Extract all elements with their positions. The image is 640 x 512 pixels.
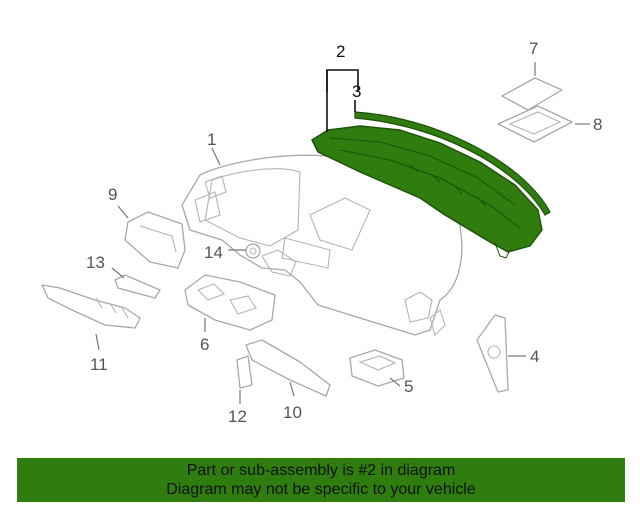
part-5-side-vent [349,349,405,387]
callout-14: 14 [204,243,223,262]
leader-lines [95,62,590,404]
callout-10: 10 [283,403,302,422]
part-3-trim-strip [354,111,551,216]
callout-7: 7 [529,39,538,58]
part-2-dash-pad [311,125,543,259]
callout-13: 13 [86,253,105,272]
callout-12: 12 [228,407,247,426]
parts-diagram: 1 2 3 4 5 6 7 8 9 10 11 12 13 14 [41,39,602,426]
callout-3: 3 [352,82,361,101]
callout-6: 6 [200,335,209,354]
part-11-bracket [41,284,141,329]
part-12-clip [236,355,253,389]
part-4-pillar-trim [476,314,509,393]
caption-bar: Part or sub-assembly is #2 in diagram Di… [17,458,625,502]
part-6-center-vents [184,274,276,331]
callout-2: 2 [336,42,345,61]
callout-4: 4 [530,347,539,366]
part-10-lower-panel [245,339,331,397]
part-9-cluster-hood [124,211,186,269]
callout-8: 8 [593,115,602,134]
callout-5: 5 [404,377,413,396]
part-8-grille-frame [497,105,573,143]
callout-1: 1 [207,130,216,149]
callout-11: 11 [90,355,108,374]
caption-line-1: Part or sub-assembly is #2 in diagram [186,462,456,479]
callout-9: 9 [108,185,117,204]
part-7-cover [501,77,563,111]
part-14-grommet [245,243,261,259]
caption-line-2: Diagram may not be specific to your vehi… [166,481,476,498]
part-13-small-bracket [114,274,161,299]
